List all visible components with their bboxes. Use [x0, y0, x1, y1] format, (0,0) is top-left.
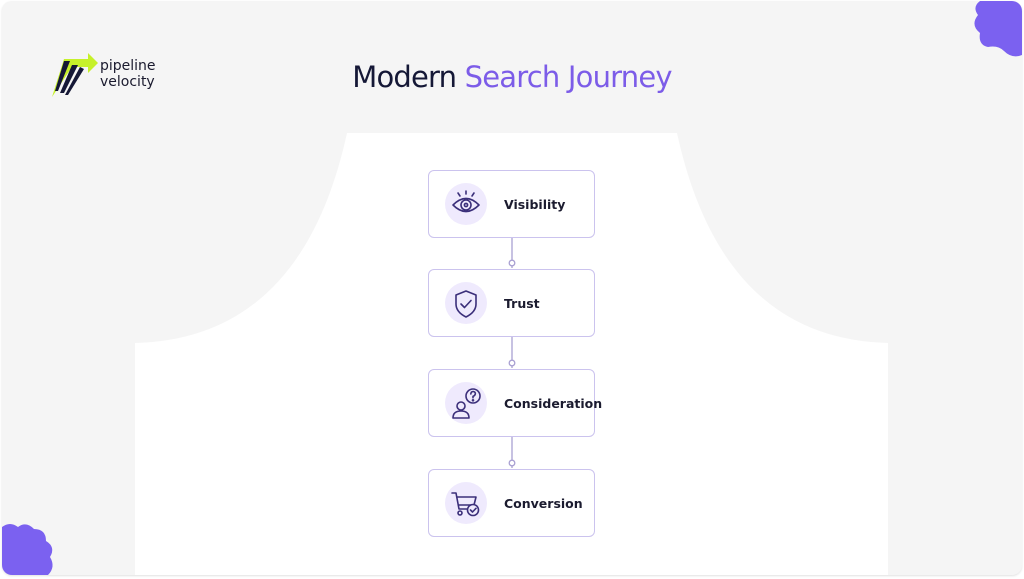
corner-shape-top-right — [974, 1, 1022, 57]
title-part-1: Modern — [352, 60, 457, 94]
brand-name: pipeline velocity — [100, 58, 156, 90]
page-title: Modern Search Journey — [2, 57, 1022, 97]
logo-mark-icon — [52, 53, 98, 97]
step-icon-wrap — [445, 482, 487, 524]
step-icon-wrap — [445, 282, 487, 324]
brand-line-2: velocity — [100, 74, 155, 90]
step-card-trust[interactable]: Trust — [428, 269, 595, 337]
step-card-conversion[interactable]: Conversion — [428, 469, 595, 537]
shield-check-icon — [455, 290, 477, 318]
step-icon-wrap — [445, 183, 487, 225]
brand-logo[interactable]: pipeline velocity — [50, 53, 170, 103]
step-label: Visibility — [504, 197, 566, 212]
step-label: Conversion — [504, 496, 583, 511]
step-icon-wrap — [445, 382, 487, 424]
eye-icon — [452, 190, 480, 213]
step-card-visibility[interactable]: Visibility — [428, 170, 595, 238]
corner-shape-bottom-left — [2, 524, 53, 575]
brand-line-1: pipeline — [100, 58, 156, 74]
step-label: Consideration — [504, 396, 603, 411]
step-card-consideration[interactable]: Consideration — [428, 369, 602, 437]
title-part-2: Search Journey — [464, 60, 673, 94]
cart-check-icon — [451, 492, 480, 517]
person-question-icon — [452, 388, 481, 419]
step-label: Trust — [504, 296, 540, 311]
